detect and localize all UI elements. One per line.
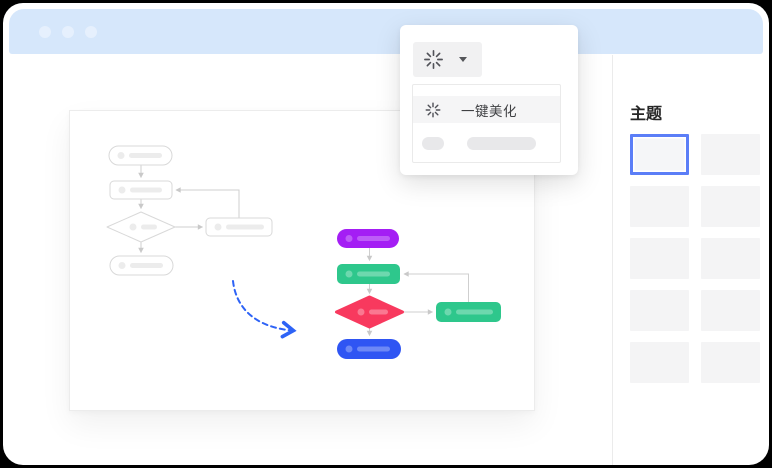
transform-arrow-icon [232, 280, 297, 339]
window-dot-icon [62, 25, 74, 38]
window-dot-icon [39, 25, 51, 38]
beautify-menu: 一键美化 [412, 84, 561, 163]
window-header [9, 9, 763, 54]
theme-tile[interactable] [701, 342, 760, 383]
node-end-pill-blue [337, 339, 401, 359]
node-side-process-rect-green [436, 302, 501, 322]
before-connectors [138, 165, 240, 254]
flowchart-illustration [106, 145, 501, 359]
theme-tile[interactable] [630, 186, 689, 227]
after-connectors [366, 248, 469, 337]
theme-tile[interactable] [701, 238, 760, 279]
skeleton-pill [422, 136, 444, 150]
node-start-pill-purple [337, 229, 399, 248]
magic-burst-icon [424, 50, 443, 69]
theme-tile[interactable] [701, 290, 760, 331]
theme-panel-title: 主题 [630, 106, 663, 123]
theme-tile[interactable] [630, 290, 689, 331]
before-flowchart [106, 145, 273, 276]
menu-item-one-click-beautify[interactable]: 一键美化 [413, 96, 560, 123]
chevron-down-icon [459, 57, 467, 62]
theme-tile[interactable] [701, 134, 760, 175]
theme-tile[interactable] [701, 186, 760, 227]
menu-item-label: 一键美化 [461, 103, 517, 119]
node-process-rect-green [337, 264, 400, 284]
beautify-popover: 一键美化 [400, 25, 578, 175]
magic-burst-icon [425, 102, 441, 117]
theme-tile[interactable] [630, 342, 689, 383]
after-flowchart [335, 229, 501, 359]
beautify-button[interactable] [413, 42, 482, 77]
theme-tile-selected[interactable] [630, 134, 689, 175]
theme-grid [630, 134, 761, 383]
theme-tile[interactable] [630, 238, 689, 279]
menu-item-skeleton [413, 133, 560, 153]
panel-divider [612, 55, 613, 465]
node-decision-diamond-red [335, 295, 404, 329]
app-window: 一键美化 主题 [3, 3, 769, 465]
skeleton-pill [467, 136, 536, 150]
window-dot-icon [85, 25, 97, 38]
